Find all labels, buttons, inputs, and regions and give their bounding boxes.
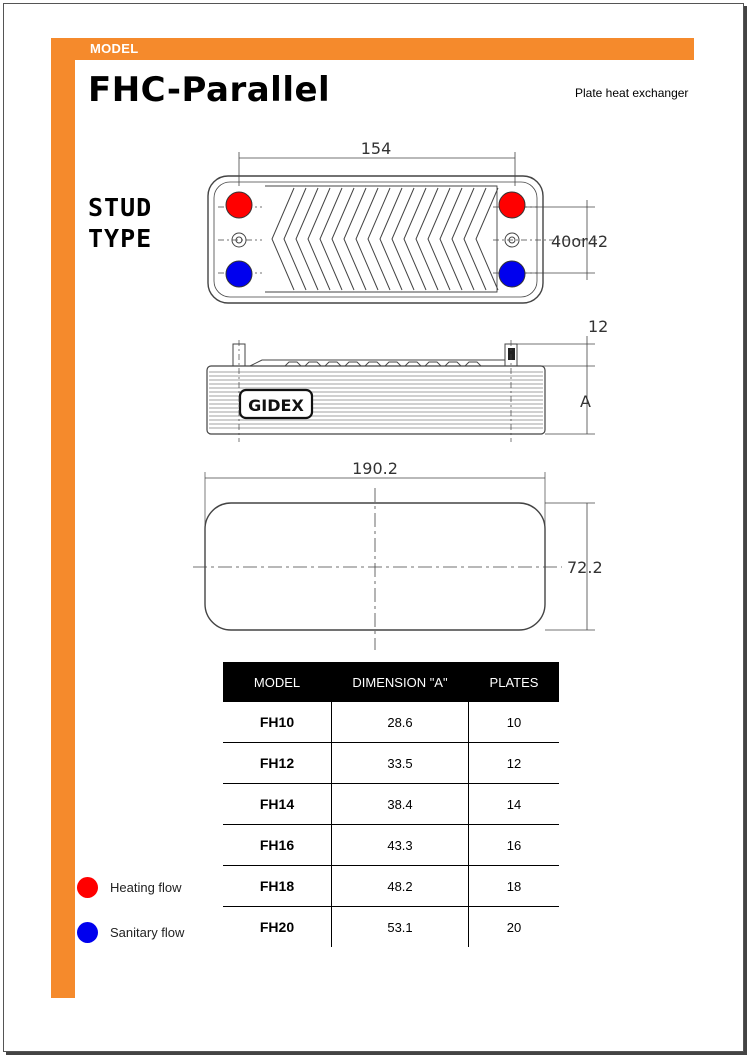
plate-inner-outline: [213, 181, 538, 298]
cell-model: FH12: [223, 742, 332, 784]
stud-hole-inner: [508, 236, 516, 244]
type-label-line1: STUD: [88, 193, 153, 222]
page-subtitle: Plate heat exchanger: [575, 86, 689, 100]
plate-stack: [206, 365, 546, 435]
heating-flow-icon: [77, 877, 98, 898]
table-row: FH10 28.6 10: [223, 702, 559, 743]
spec-table: MODEL DIMENSION "A" PLATES FH10 28.6 10 …: [223, 662, 559, 947]
legend-heating-label: Heating flow: [110, 880, 182, 895]
top-ridge: [249, 359, 506, 367]
header-accent-bar: [51, 38, 694, 60]
type-label: STUD TYPE: [88, 192, 152, 254]
brand-badge: [238, 388, 314, 420]
stud-hole: [504, 232, 520, 248]
stud-hole-inner: [235, 236, 243, 244]
page-title: FHC-Parallel: [88, 70, 331, 110]
bottom-view: [193, 472, 595, 650]
cell-dimension: 43.3: [331, 824, 469, 866]
plate-stack-lines: [209, 371, 543, 429]
side-view: [206, 336, 595, 442]
dim-label-stud-height: 12: [588, 317, 608, 336]
legend-sanitary: Sanitary flow: [77, 922, 184, 943]
type-label-line2: TYPE: [88, 224, 153, 253]
dim-label-top-width: 154: [361, 139, 392, 158]
ridge-pattern: [284, 361, 482, 367]
cell-plates: 18: [468, 865, 559, 907]
table-header-row: MODEL DIMENSION "A" PLATES: [223, 662, 559, 702]
cell-plates: 20: [468, 906, 559, 947]
stud-thread: [508, 348, 515, 360]
legend-heating: Heating flow: [77, 877, 182, 898]
cell-dimension: 48.2: [331, 865, 469, 907]
cell-model: FH14: [223, 783, 332, 825]
column-header-dimension: DIMENSION "A": [331, 662, 469, 702]
cell-model: FH20: [259, 919, 295, 935]
cell-dimension: 28.6: [331, 702, 469, 743]
side-accent-bar: [51, 38, 75, 998]
table-row: FH20 53.1 20: [223, 906, 559, 947]
plate-outline: [207, 175, 544, 304]
section-label: MODEL: [90, 41, 139, 56]
table-row: FH18 48.2 18: [223, 865, 559, 907]
legend-sanitary-label: Sanitary flow: [110, 925, 185, 940]
port-markers: [225, 191, 526, 288]
column-header-model: MODEL: [223, 662, 332, 702]
chevron-area: [265, 185, 498, 293]
table-row: FH16 43.3 16: [223, 824, 559, 866]
brand-logo-text: GIDEX: [248, 396, 304, 415]
sanitary-port-icon: [498, 260, 526, 288]
cell-plates: 14: [468, 783, 559, 825]
stud-hole: [231, 232, 247, 248]
cell-plates: 10: [468, 702, 559, 743]
cell-dimension: 38.4: [331, 783, 469, 825]
heating-port-icon: [225, 191, 253, 219]
cell-plates: 12: [468, 742, 559, 784]
column-header-plates: PLATES: [468, 662, 559, 702]
base-outline: [204, 502, 546, 631]
table-row: FH14 38.4 14: [223, 783, 559, 825]
cell-dimension: 53.1: [331, 906, 469, 947]
sanitary-port-icon: [225, 260, 253, 288]
dim-label-bottom-height: 72.2: [567, 558, 603, 577]
heating-port-icon: [498, 191, 526, 219]
top-view: [207, 152, 600, 304]
dim-label-thickness: A: [580, 392, 591, 411]
cell-dimension: 33.5: [331, 742, 469, 784]
sanitary-flow-icon: [77, 922, 98, 943]
cell-model: FH10: [223, 702, 332, 743]
dim-label-side-height: 40or42: [551, 232, 608, 251]
dim-label-bottom-width: 190.2: [352, 459, 398, 478]
table-row: FH12 33.5 12: [223, 742, 559, 784]
cell-plates: 16: [468, 824, 559, 866]
chevron-pattern: [271, 187, 499, 291]
cell-model: FH16: [223, 824, 332, 866]
cell-model: FH18: [223, 865, 332, 907]
